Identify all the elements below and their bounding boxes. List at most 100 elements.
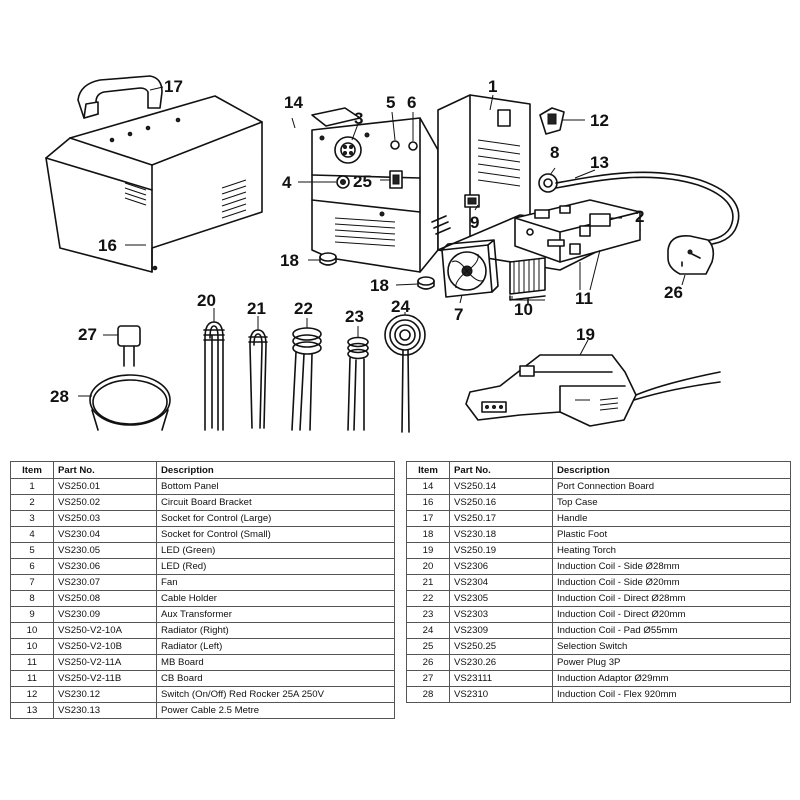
- cell-item: 9: [10, 606, 54, 623]
- cell-item: 19: [406, 542, 450, 559]
- callout-5: 5: [386, 93, 395, 112]
- cell-description: Induction Coil - Direct Ø20mm: [552, 606, 791, 623]
- cell-part-no: VS230.12: [53, 686, 157, 703]
- cell-part-no: VS230.06: [53, 558, 157, 575]
- callout-23: 23: [345, 307, 364, 326]
- cell-item: 12: [10, 686, 54, 703]
- callout-17: 17: [164, 77, 183, 96]
- cell-part-no: VS250.08: [53, 590, 157, 607]
- cable-holder: [538, 173, 558, 193]
- cell-part-no: VS2303: [449, 606, 553, 623]
- cell-item: 7: [10, 574, 54, 591]
- coil-side-28: [203, 321, 225, 431]
- cell-item: 28: [406, 686, 450, 703]
- cell-part-no: VS230.18: [449, 526, 553, 543]
- coil-pad-55: [384, 314, 426, 433]
- cell-item: 14: [406, 478, 450, 495]
- cell-description: Induction Coil - Pad Ø55mm: [552, 622, 791, 639]
- front-panel: [311, 107, 439, 273]
- callout-2: 2: [635, 207, 644, 226]
- cell-item: 10: [10, 638, 54, 655]
- callout-18a: 18: [280, 251, 299, 270]
- cell-part-no: VS250.14: [449, 478, 553, 495]
- cell-part-no: VS250.02: [53, 494, 157, 511]
- cell-description: Selection Switch: [552, 638, 791, 655]
- radiator: [509, 257, 546, 304]
- cell-description: Power Plug 3P: [552, 654, 791, 671]
- cell-part-no: VS230.07: [53, 574, 157, 591]
- connector-pins: [431, 215, 451, 235]
- cell-part-no: VS250-V2-10B: [53, 638, 157, 655]
- cell-part-no: VS250.03: [53, 510, 157, 527]
- cell-item: 3: [10, 510, 54, 527]
- callout-10: 10: [514, 300, 533, 319]
- cell-description: Fan: [156, 574, 395, 591]
- callout-13: 13: [590, 153, 609, 172]
- cell-item: 26: [406, 654, 450, 671]
- cell-part-no: VS2304: [449, 574, 553, 591]
- cell-item: 23: [406, 606, 450, 623]
- cell-part-no: VS250-V2-10A: [53, 622, 157, 639]
- table-header-row: Item Part No. Description: [10, 461, 395, 479]
- cell-item: 25: [406, 638, 450, 655]
- callout-25: 25: [353, 172, 372, 191]
- callout-26: 26: [664, 283, 683, 302]
- switch-rocker: [539, 107, 565, 135]
- power-plug: [667, 234, 715, 275]
- top-case: [45, 95, 263, 273]
- cell-item: 4: [10, 526, 54, 543]
- header-part-no: Part No.: [449, 461, 553, 479]
- cell-part-no: VS2306: [449, 558, 553, 575]
- callout-11: 11: [575, 289, 593, 308]
- cell-description: LED (Green): [156, 542, 395, 559]
- callout-7: 7: [454, 305, 463, 324]
- cell-description: Circuit Board Bracket: [156, 494, 395, 511]
- callout-1: 1: [488, 77, 497, 96]
- cell-part-no: VS230.09: [53, 606, 157, 623]
- cell-description: Induction Adaptor Ø29mm: [552, 670, 791, 687]
- cell-item: 27: [406, 670, 450, 687]
- callout-27: 27: [78, 325, 97, 344]
- cell-description: Power Cable 2.5 Metre: [156, 702, 395, 719]
- cell-part-no: VS2309: [449, 622, 553, 639]
- coil-direct-20: [347, 336, 369, 431]
- cell-description: Top Case: [552, 494, 791, 511]
- cell-item: 10: [10, 622, 54, 639]
- cell-item: 1: [10, 478, 54, 495]
- header-part-no: Part No.: [53, 461, 157, 479]
- power-cable: [555, 171, 740, 247]
- cell-item: 17: [406, 510, 450, 527]
- callout-4: 4: [282, 173, 292, 192]
- cell-item: 8: [10, 590, 54, 607]
- callout-12: 12: [590, 111, 609, 130]
- cell-description: Induction Coil - Side Ø20mm: [552, 574, 791, 591]
- callout-8: 8: [550, 143, 559, 162]
- callout-3: 3: [354, 109, 363, 128]
- cell-part-no: VS230.13: [53, 702, 157, 719]
- cell-description: CB Board: [156, 670, 395, 687]
- coil-side-20: [248, 329, 268, 429]
- leader-lines: [78, 86, 686, 397]
- cell-item: 22: [406, 590, 450, 607]
- cell-part-no: VS250-V2-11B: [53, 670, 157, 687]
